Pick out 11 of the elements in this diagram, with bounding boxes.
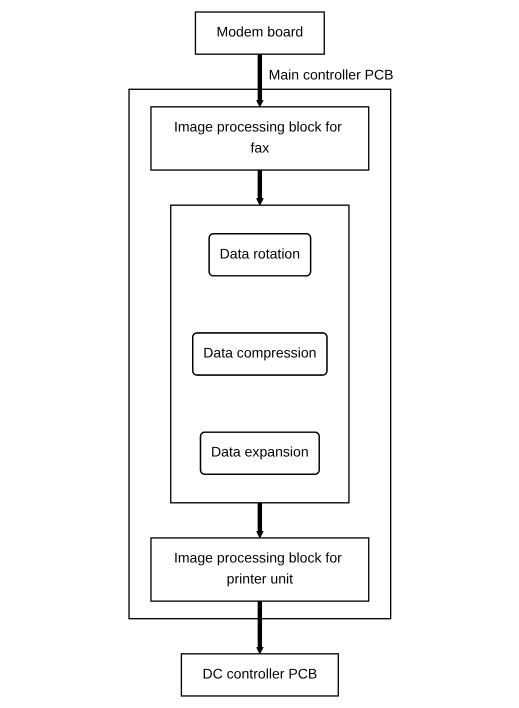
node-box: Image processing block for printer unit (150, 537, 370, 602)
node-label: Main controller PCB (268, 68, 394, 84)
node-box: Image processing block for fax (150, 106, 370, 171)
arrow (256, 54, 264, 108)
node-box: Modem board (194, 11, 325, 55)
arrow (256, 502, 264, 538)
arrow (256, 601, 264, 654)
node-box: DC controller PCB (180, 653, 339, 697)
cluster (170, 204, 350, 504)
cluster (128, 88, 391, 620)
arrow (256, 170, 264, 206)
